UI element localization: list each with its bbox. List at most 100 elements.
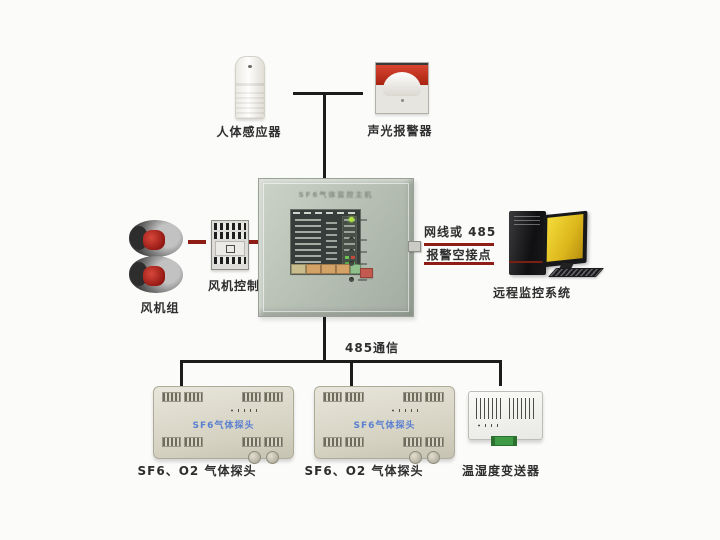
pir-sensor-label: 人体感应器 [216, 125, 282, 139]
cable-gland [409, 451, 422, 464]
panel-button-3[interactable] [321, 264, 336, 274]
screen-menu-rows [344, 219, 355, 253]
panel-button-2[interactable] [306, 264, 321, 274]
screen-green-indicator [345, 256, 349, 259]
remote-system-label: 远程监控系统 [492, 286, 571, 300]
computer-tower [509, 211, 546, 275]
cable-gland [427, 451, 440, 464]
fan-to-contactor-dash [188, 240, 206, 244]
pir-sensor-device [235, 56, 265, 119]
fan-control-label: 风机控制 [207, 279, 260, 293]
vent [242, 437, 261, 447]
panel-button-1[interactable] [291, 264, 306, 274]
monitor-screen [546, 214, 584, 262]
transmitter-label: 温湿度变送器 [461, 464, 540, 478]
vent [184, 392, 203, 402]
pir-led-dot [248, 65, 252, 68]
vent [162, 437, 181, 447]
alarm-strobe-dome [383, 72, 421, 96]
panel-led-4 [349, 261, 354, 266]
panel-led-5 [349, 277, 354, 282]
vent [403, 392, 422, 402]
detector-device-text: SF6气体探头 [353, 421, 416, 431]
fan-2-icon [129, 256, 183, 293]
panel-button-4[interactable] [336, 264, 350, 274]
tower-accent-line [509, 261, 546, 263]
pir-lower-grille [236, 92, 264, 118]
contactor-terminals-top [214, 223, 246, 230]
panel-led-label-5 [358, 279, 367, 281]
bus-drop-detector1 [180, 360, 183, 387]
contactor-label-band [215, 241, 245, 256]
transmitter-vent-right [509, 398, 534, 419]
computer-monitor [542, 210, 588, 268]
screen-data-column-1 [295, 219, 321, 266]
panel-to-bus-line [323, 313, 326, 362]
bus-line [180, 360, 502, 363]
panel-door-latch[interactable] [408, 241, 421, 252]
panel-led-2 [349, 237, 354, 242]
transmitter-terminal [491, 436, 517, 446]
vent [264, 437, 283, 447]
vent [345, 437, 364, 447]
bus-label: 485通信 [345, 341, 400, 355]
alarm-contact-label: 报警空接点 [426, 248, 492, 262]
panel-led-label-4 [358, 263, 367, 265]
sf6-detector-1-device: SF6气体探头 [153, 386, 294, 464]
panel-button-red[interactable] [360, 268, 373, 278]
vent [184, 437, 203, 447]
transmitter-dots [477, 424, 503, 427]
vent [323, 392, 342, 402]
alarm-dot [401, 99, 404, 102]
vent [264, 392, 283, 402]
vent [323, 437, 342, 447]
transmitter-device [468, 391, 543, 446]
vent [403, 437, 422, 447]
network-link-line [424, 243, 494, 246]
detector-device-text: SF6气体探头 [192, 421, 255, 431]
contactor-terminals-bottom [214, 257, 246, 264]
screen-red-indicator [351, 256, 355, 259]
panel-led-run [349, 217, 354, 222]
panel-led-3 [349, 249, 354, 254]
panel-led-label-3 [358, 251, 367, 253]
detector-dots [230, 409, 260, 412]
contactor-mark [226, 245, 235, 253]
keyboard-keys [549, 269, 603, 276]
vent [345, 392, 364, 402]
fan-motor [143, 230, 165, 250]
alarm-contact-line [424, 262, 494, 265]
transmitter-vent-left [476, 398, 501, 419]
network-link-label: 网线或 485 [424, 225, 497, 239]
pir-seam [236, 83, 264, 86]
computer-keyboard [547, 268, 605, 277]
vent [425, 392, 444, 402]
detector-2-label: SF6、O2 气体探头 [304, 464, 424, 478]
tower-drive-bays [514, 216, 540, 228]
contactor-device [211, 220, 249, 270]
cable-gland [248, 451, 261, 464]
panel-led-label-1 [358, 219, 367, 221]
top-horizontal-line [293, 92, 363, 95]
fan-1-icon [129, 220, 183, 257]
control-panel-device: SF6气体监控主机 [258, 178, 421, 317]
fan-group-label: 风机组 [140, 301, 180, 315]
contactor-to-panel-dash [248, 240, 261, 244]
vent [425, 437, 444, 447]
cable-gland [266, 451, 279, 464]
vent [162, 392, 181, 402]
top-vertical-line [323, 92, 326, 180]
sound-light-alarm-device [375, 62, 429, 114]
panel-title: SF6气体监控主机 [298, 191, 374, 199]
contactor-terminals-top2 [214, 232, 246, 239]
detector-dots [391, 409, 421, 412]
detector-1-label: SF6、O2 气体探头 [137, 464, 257, 478]
panel-led-label-2 [358, 239, 367, 241]
bus-drop-detector2 [350, 360, 353, 387]
alarm-label: 声光报警器 [367, 124, 433, 138]
fan-motor [143, 266, 165, 286]
bus-drop-transmitter [499, 360, 502, 386]
sf6-detector-2-device: SF6气体探头 [314, 386, 455, 464]
screen-data-column-2 [326, 222, 337, 262]
